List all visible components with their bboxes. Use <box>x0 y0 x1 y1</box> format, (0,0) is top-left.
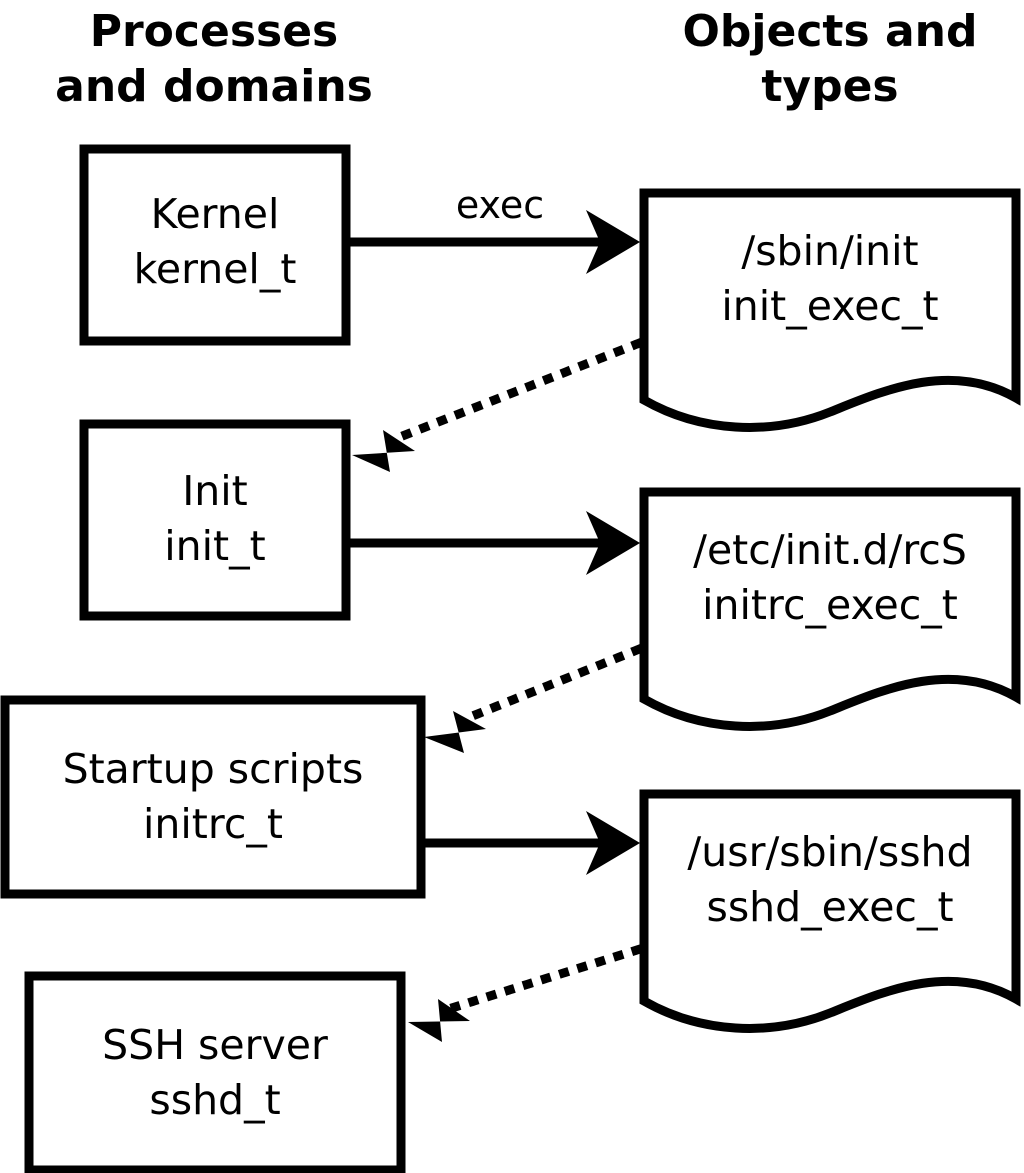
process-node-initrc-line1: Startup scripts <box>63 745 364 793</box>
edge-sshd_exec-to-sshd <box>408 944 643 1042</box>
process-node-initrc-box[interactable] <box>0 695 426 899</box>
edge-label-exec: exec <box>456 183 544 227</box>
object-node-initrc_exec-doc[interactable] <box>639 487 1021 731</box>
object-node-initrc_exec-line2: initrc_exec_t <box>702 581 958 629</box>
process-node-init-box[interactable] <box>79 419 351 621</box>
process-node-initrc-line2: initrc_t <box>143 800 283 848</box>
edge-init_exec-to-init <box>352 338 643 472</box>
edge-initrc-exec-sshd_exec <box>425 811 640 875</box>
column-header-objects-line2: types <box>761 61 898 112</box>
column-header-objects-line1: Objects and <box>683 6 978 57</box>
arrowhead-initrc_exec-to-initrc <box>424 711 486 753</box>
process-node-kernel-box[interactable] <box>79 144 351 346</box>
process-node-init-line1: Init <box>182 467 248 515</box>
object-node-sshd_exec-line2: sshd_exec_t <box>706 883 953 931</box>
object-node-init_exec[interactable]: /sbin/init init_exec_t <box>639 188 1021 432</box>
edge-init-exec-initrc_exec <box>350 511 640 575</box>
column-header-processes: Processes and domains <box>55 6 373 112</box>
object-node-init_exec-line1: /sbin/init <box>741 227 918 275</box>
edge-kernel-exec-init_exec: exec <box>350 183 640 274</box>
arrowhead-sshd_exec-to-sshd <box>408 999 470 1042</box>
process-node-init[interactable]: Init init_t <box>79 419 351 621</box>
process-node-sshd-line1: SSH server <box>102 1021 328 1069</box>
object-node-sshd_exec-line1: /usr/sbin/sshd <box>687 828 972 876</box>
process-node-kernel-line1: Kernel <box>151 190 280 238</box>
object-node-sshd_exec[interactable]: /usr/sbin/sshd sshd_exec_t <box>639 789 1021 1033</box>
process-node-sshd[interactable]: SSH server sshd_t <box>24 971 406 1173</box>
process-node-initrc[interactable]: Startup scripts initrc_t <box>0 695 426 899</box>
arrowhead-kernel-exec <box>586 210 640 274</box>
process-node-kernel-line2: kernel_t <box>134 245 297 293</box>
edge-line-initrc_exec-to-initrc <box>464 644 643 723</box>
process-node-sshd-box[interactable] <box>24 971 406 1173</box>
object-node-init_exec-doc[interactable] <box>639 188 1021 432</box>
edge-initrc_exec-to-initrc <box>424 644 643 753</box>
object-node-init_exec-line2: init_exec_t <box>721 282 938 330</box>
object-node-initrc_exec-line1: /etc/init.d/rcS <box>693 526 967 574</box>
arrowhead-init-exec <box>586 511 640 575</box>
edge-line-sshd_exec-to-sshd <box>449 944 643 1013</box>
object-node-sshd_exec-doc[interactable] <box>639 789 1021 1033</box>
process-node-init-line2: init_t <box>164 522 265 570</box>
edge-line-init_exec-to-init <box>394 338 643 443</box>
arrowhead-init_exec-to-init <box>352 430 415 472</box>
process-node-kernel[interactable]: Kernel kernel_t <box>79 144 351 346</box>
column-header-objects: Objects and types <box>683 6 978 112</box>
arrowhead-initrc-exec <box>586 811 640 875</box>
column-header-processes-line2: and domains <box>55 61 373 112</box>
column-header-processes-line1: Processes <box>90 6 339 57</box>
object-node-initrc_exec[interactable]: /etc/init.d/rcS initrc_exec_t <box>639 487 1021 731</box>
process-node-sshd-line2: sshd_t <box>149 1076 280 1124</box>
